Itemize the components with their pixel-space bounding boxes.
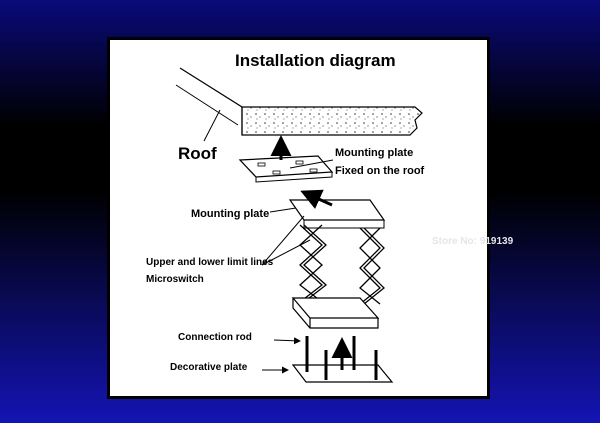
- lift-top-plate: [288, 199, 386, 229]
- lift-bottom-box: [291, 297, 380, 329]
- mounting-plate-label: Mounting plate: [191, 208, 270, 220]
- connection-rod-pointer: [273, 337, 301, 345]
- top-mounting-plate: [238, 155, 334, 183]
- roof-pointer: [203, 109, 221, 142]
- mounting-plate-pointer: [289, 159, 334, 169]
- diagram-title: Installation diagram: [235, 51, 396, 70]
- connection-rod-label: Connection rod: [178, 332, 252, 343]
- decorative-plate-label: Decorative plate: [170, 362, 248, 373]
- diagram-artwork: [175, 67, 423, 383]
- fixed-on-roof-label: Fixed on the roof: [335, 165, 425, 177]
- installation-diagram-panel: Installation diagram Roof Mounting plate…: [107, 37, 490, 399]
- connection-rods: [305, 336, 378, 380]
- roof-label: Roof: [178, 144, 217, 163]
- mounting-plate-top-label: Mounting plate: [335, 147, 414, 159]
- up-arrow-plate: [300, 189, 333, 209]
- mounting-plate-2-pointer: [269, 207, 297, 213]
- decorative-plate: [291, 364, 394, 383]
- scissor-mechanism: [298, 224, 385, 305]
- limit-line-pointers: [261, 215, 311, 266]
- microswitch-label: Microswitch: [146, 274, 204, 285]
- store-watermark: Store No: 919139: [432, 236, 514, 247]
- roof-slab: [175, 67, 423, 136]
- limit-lines-label: Upper and lower limit lines: [146, 257, 274, 268]
